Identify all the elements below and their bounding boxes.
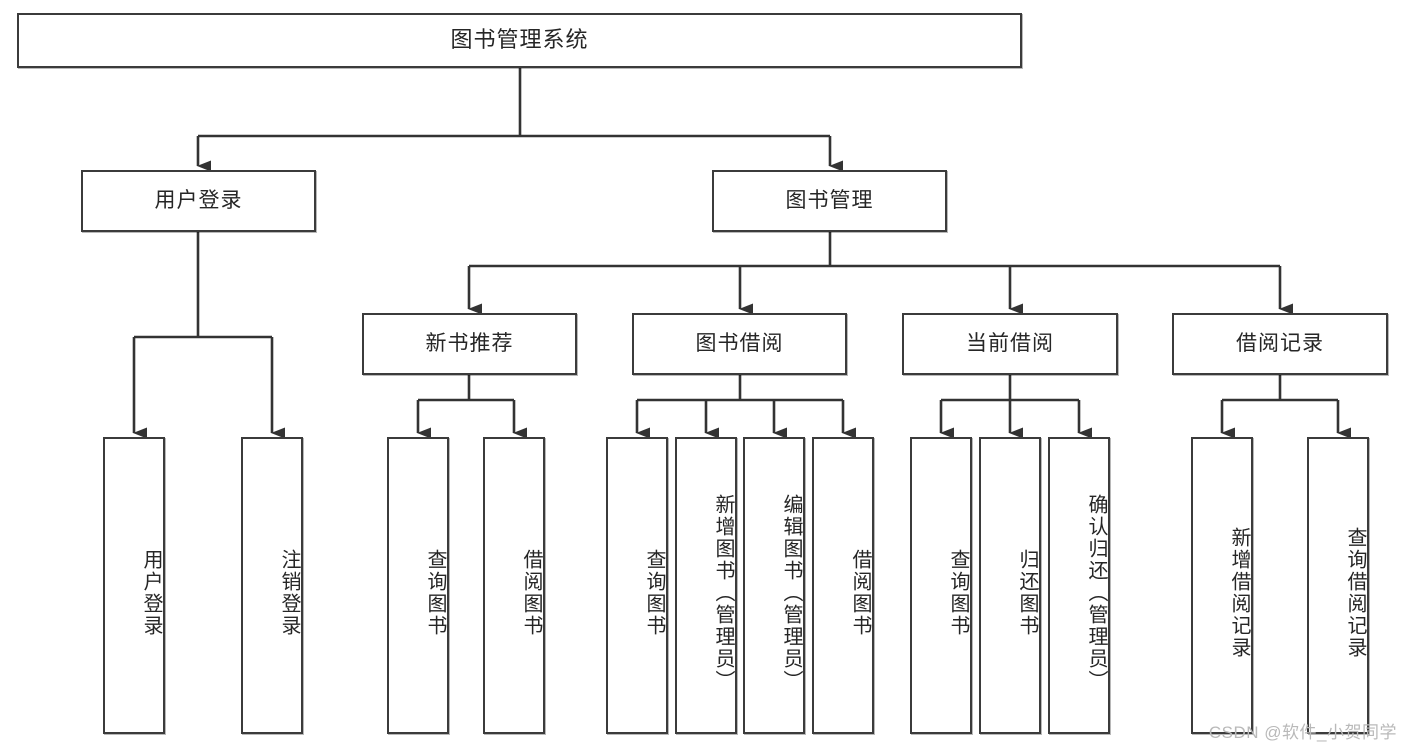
leaf-borrow-borrow-book[interactable]: 借阅图书 [812, 437, 874, 734]
node-label: 归还图书 [1016, 548, 1038, 637]
leaf-user-login-signout[interactable]: 注销登录 [241, 437, 303, 734]
node-root-system[interactable]: 图书管理系统 [17, 13, 1022, 68]
node-label: 图书借阅 [695, 332, 784, 356]
node-label: 借阅图书 [849, 548, 871, 637]
leaf-borrow-edit-book-admin[interactable]: 编辑图书（管理员） [743, 437, 805, 734]
node-label: 图书管理系统 [450, 27, 589, 53]
node-label: 新增借阅记录 [1228, 526, 1250, 659]
node-user-login[interactable]: 用户登录 [81, 170, 316, 232]
node-label: 借阅记录 [1236, 332, 1324, 356]
node-label: 新书推荐 [425, 332, 514, 356]
node-book-borrow[interactable]: 图书借阅 [632, 313, 847, 375]
leaf-borrow-add-book-admin[interactable]: 新增图书（管理员） [675, 437, 737, 734]
node-label: 新增图书（管理员） [712, 493, 734, 692]
leaf-new-book-borrow[interactable]: 借阅图书 [483, 437, 545, 734]
leaf-record-query[interactable]: 查询借阅记录 [1307, 437, 1369, 734]
node-book-management[interactable]: 图书管理 [712, 170, 947, 232]
node-label: 编辑图书（管理员） [780, 493, 802, 692]
node-label: 用户登录 [154, 189, 243, 213]
node-label: 借阅图书 [520, 548, 542, 637]
leaf-borrow-query-book[interactable]: 查询图书 [606, 437, 668, 734]
node-new-book-recommend[interactable]: 新书推荐 [362, 313, 577, 375]
node-label: 注销登录 [278, 548, 300, 637]
leaf-new-book-query[interactable]: 查询图书 [387, 437, 449, 734]
leaf-current-query-book[interactable]: 查询图书 [910, 437, 972, 734]
node-label: 查询图书 [424, 548, 446, 637]
node-label: 当前借阅 [966, 332, 1054, 356]
node-borrow-record[interactable]: 借阅记录 [1172, 313, 1388, 375]
node-current-borrow[interactable]: 当前借阅 [902, 313, 1118, 375]
node-label: 图书管理 [785, 189, 874, 213]
watermark-text: CSDN @软件_小贺同学 [1208, 723, 1397, 742]
leaf-current-return-book[interactable]: 归还图书 [979, 437, 1041, 734]
leaf-current-confirm-return-admin[interactable]: 确认归还（管理员） [1048, 437, 1110, 734]
leaf-user-login-signin[interactable]: 用户登录 [103, 437, 165, 734]
node-label: 查询图书 [643, 548, 665, 637]
leaf-record-add[interactable]: 新增借阅记录 [1191, 437, 1253, 734]
node-label: 用户登录 [140, 548, 162, 637]
node-label: 查询借阅记录 [1344, 526, 1366, 659]
node-label: 确认归还（管理员） [1085, 493, 1107, 692]
node-label: 查询图书 [947, 548, 969, 637]
